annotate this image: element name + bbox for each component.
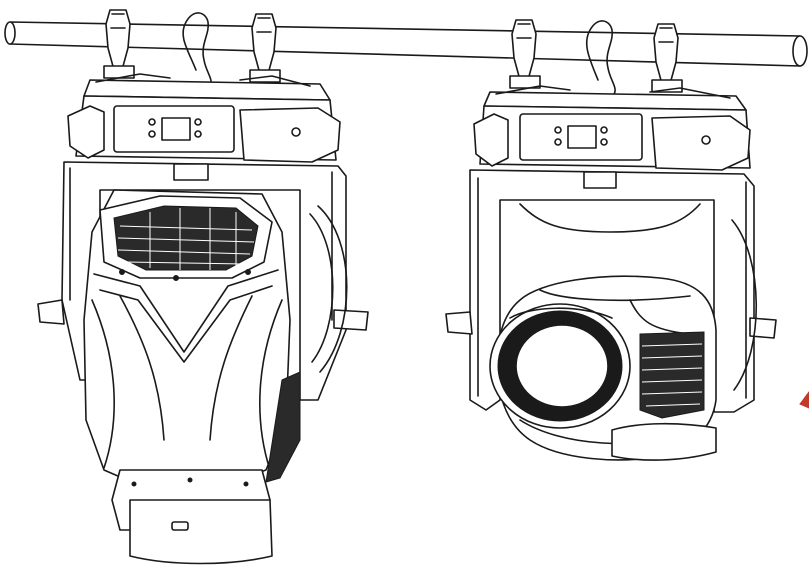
right-safety-cable	[587, 21, 615, 94]
left-fixture	[38, 10, 368, 564]
left-control-panel	[114, 106, 234, 152]
left-bottom-cylinder	[130, 500, 272, 564]
right-fixture	[446, 20, 776, 460]
right-display-screen	[568, 126, 596, 148]
right-fixture-clamp-left	[510, 20, 540, 88]
right-side-grill	[640, 332, 704, 418]
left-base-handle-right	[240, 108, 340, 162]
left-display-screen	[162, 118, 190, 140]
left-side-grill	[266, 372, 300, 482]
left-fixture-clamp-left	[104, 10, 134, 78]
left-safety-cable	[183, 13, 211, 86]
red-arrow-marker-icon	[800, 392, 809, 408]
right-fixture-clamp-right	[652, 24, 682, 92]
right-lens-assembly	[490, 304, 630, 428]
right-control-panel	[520, 114, 642, 160]
left-base-handle-left	[68, 106, 104, 158]
right-front-lens	[516, 325, 608, 407]
